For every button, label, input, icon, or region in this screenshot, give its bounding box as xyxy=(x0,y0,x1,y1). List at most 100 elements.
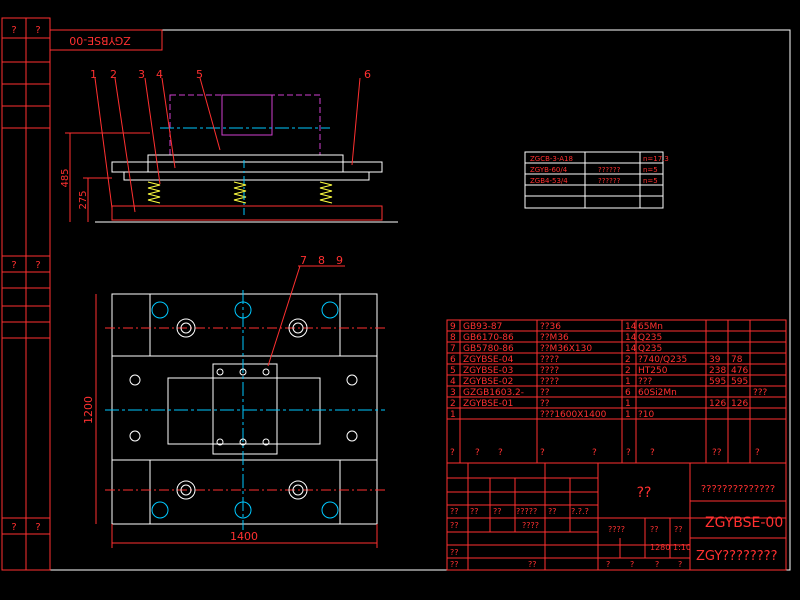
tb-cell: ?? xyxy=(450,521,459,530)
scale-label: ?? xyxy=(674,525,683,534)
spring-cell: n=5 xyxy=(643,177,658,185)
bom-cell-code: ZGYBSE-03 xyxy=(463,366,513,376)
tb-cell: ?? xyxy=(493,507,502,516)
bom-cell-material: HT250 xyxy=(638,366,668,376)
bom-cell-material: ??? xyxy=(638,377,653,387)
bom-cell-name: ???? xyxy=(540,377,559,387)
weight-value: 1280 xyxy=(650,543,670,552)
spring-cell: ?????? xyxy=(598,166,621,174)
bom-cell-qty: 2 xyxy=(625,355,631,365)
margin-mark: ? xyxy=(35,260,40,271)
margin-mark: ? xyxy=(35,522,40,533)
tb-cell: ?? xyxy=(528,560,537,569)
bom-cell-no: 6 xyxy=(450,355,456,365)
bom-cell-code: ZGYBSE-01 xyxy=(463,399,513,409)
sheet-cell: ? xyxy=(606,560,610,569)
spring-cell: ZGB4-53/4 xyxy=(530,177,568,185)
dim-275: 275 xyxy=(78,190,89,209)
bom-header-cell: ? xyxy=(755,448,760,458)
spring-cell: ZGCB-3-A18 xyxy=(530,155,573,163)
bom-cell-code: ZGYBSE-02 xyxy=(463,377,513,387)
bom-header-cell: ? xyxy=(498,448,503,458)
bom-cell-w1: 126 xyxy=(709,399,726,409)
bom-cell-name: ???? xyxy=(540,366,559,376)
part-number: 2 xyxy=(110,68,117,81)
spring-table xyxy=(524,151,664,209)
bom-header-cell: ? xyxy=(475,448,480,458)
drawing-number: ZGYBSE-00 xyxy=(705,515,783,531)
spring-cell: n=17.3 xyxy=(643,155,669,163)
bom-cell-no: 3 xyxy=(450,388,456,398)
part-number: 3 xyxy=(138,68,145,81)
tb-cell: ???? xyxy=(522,521,539,530)
sheet-cell: ? xyxy=(630,560,634,569)
top-view-labels: 7 8 9 1200 1400 xyxy=(82,254,343,543)
margin-mark: ? xyxy=(35,25,40,36)
bom-cell-no: 4 xyxy=(450,377,456,387)
bom-cell-qty: 2 xyxy=(625,366,631,376)
left-margin-marks: ? ? ? ? ? ? xyxy=(11,25,40,533)
part-number: 6 xyxy=(364,68,371,81)
bom-header: ?????????? xyxy=(450,448,760,458)
bom-header-cell: ? xyxy=(650,448,655,458)
margin-mark: ? xyxy=(11,260,16,271)
dim-485: 485 xyxy=(60,168,71,187)
tb-cell: ????? xyxy=(516,507,537,516)
bom-cell-name: ??M36X130 xyxy=(540,344,592,354)
dim-1200: 1200 xyxy=(82,396,95,424)
bom-cell-name: ??M36 xyxy=(540,333,569,343)
sheet-cell: ? xyxy=(655,560,659,569)
spring-cell: ZGYB-60/4 xyxy=(530,166,568,174)
title-big-mark: ?? xyxy=(637,485,652,501)
part-number: 1 xyxy=(90,68,97,81)
bom-cell-no: 1 xyxy=(450,410,456,420)
margin-mark: ? xyxy=(11,522,16,533)
bom-header-cell: ? xyxy=(450,448,455,458)
bom-header-cell: ? xyxy=(626,448,631,458)
bom-cell-no: 9 xyxy=(450,322,456,332)
bom-cell-w1: 595 xyxy=(709,377,726,387)
bom-cell-w2: 595 xyxy=(731,377,748,387)
bom-cell-qty: 1 xyxy=(625,399,631,409)
tb-cell: ?? xyxy=(470,507,479,516)
part-number: 9 xyxy=(336,254,343,267)
spring-cell: n=5 xyxy=(643,166,658,174)
bom-cell-note: ??? xyxy=(753,388,768,398)
margin-mark: ? xyxy=(11,25,16,36)
qty-label: ?? xyxy=(650,525,659,534)
bom-cell-material: 60Si2Mn xyxy=(638,388,677,398)
drawing-name: ZGY???????? xyxy=(696,549,777,564)
spring-cell: ?????? xyxy=(598,177,621,185)
part-number: 8 xyxy=(318,254,325,267)
part-number: 4 xyxy=(156,68,163,81)
dim-1400: 1400 xyxy=(230,530,258,543)
bom-cell-name: ?? xyxy=(540,399,550,409)
bom-cell-qty: 1 xyxy=(625,410,631,420)
bom-cell-no: 8 xyxy=(450,333,456,343)
spring-table-text: ZGCB-3-A18 n=17.3 ZGYB-60/4 ?????? n=5 Z… xyxy=(530,155,669,185)
bom-cell-name: ???? xyxy=(540,355,559,365)
drawing-frame xyxy=(1,17,791,571)
bom-cell-w1: 39 xyxy=(709,355,721,365)
bom-cell-material: 65Mn xyxy=(638,322,663,332)
tb-cell: ?.?.? xyxy=(571,507,589,516)
title-block-text: ?? ?????????????? ZGYBSE-00 ZGY???????? … xyxy=(450,484,783,569)
tb-cell: ?? xyxy=(450,548,459,557)
bom-cell-name: ???1600X1400 xyxy=(540,410,607,420)
bom-cell-code: ZGYBSE-04 xyxy=(463,355,514,365)
scale-value: 1:10 xyxy=(673,543,691,552)
side-view xyxy=(65,77,398,223)
company-name: ?????????????? xyxy=(701,484,775,495)
tb-cell: ?? xyxy=(450,560,459,569)
weight-label: ???? xyxy=(608,525,625,534)
part-number: 7 xyxy=(300,254,307,267)
bom-cell-qty: 14 xyxy=(625,344,637,354)
bom-cell-qty: 14 xyxy=(625,322,637,332)
side-view-labels: 1 2 3 4 5 6 485 275 xyxy=(60,68,371,210)
bom-cell-code: GZGB1603.2- xyxy=(463,388,524,398)
mirrored-stamp: ZGYBSE-00 xyxy=(69,34,130,47)
bom-cell-name: ??36 xyxy=(540,322,561,332)
bom-header-cell: ?? xyxy=(712,448,722,458)
bom-cell-w2: 476 xyxy=(731,366,748,376)
